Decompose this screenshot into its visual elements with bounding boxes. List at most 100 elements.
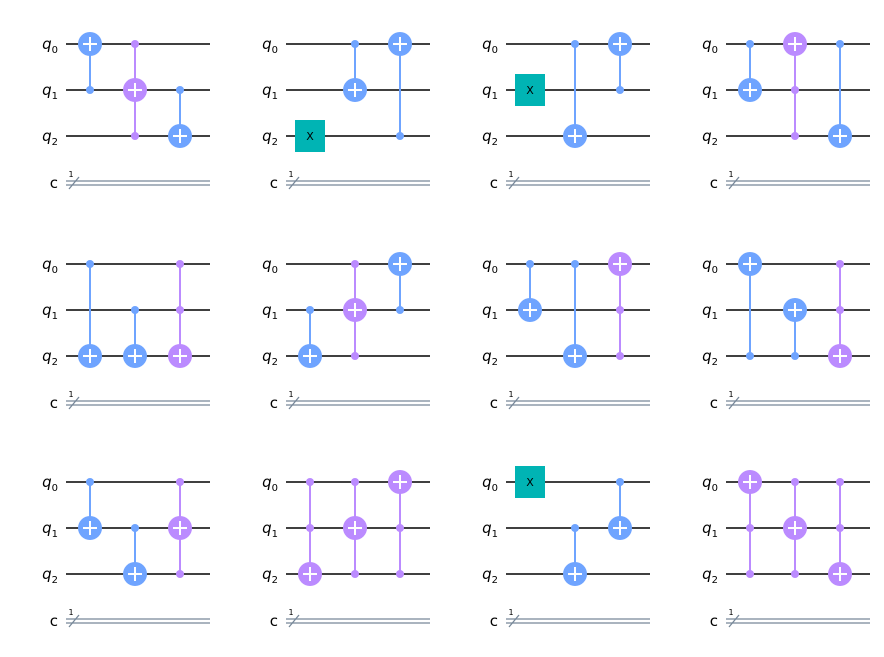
control-dot xyxy=(351,478,359,486)
qubit-label-subscript: 1 xyxy=(492,91,498,102)
classical-bit-count: 1 xyxy=(508,170,513,179)
qubit-label: q0 xyxy=(42,255,58,276)
classical-bit-count: 1 xyxy=(728,608,733,617)
control-dot xyxy=(396,132,404,140)
control-dot xyxy=(86,86,94,94)
control-dot xyxy=(176,86,184,94)
qubit-label: q2 xyxy=(482,127,498,148)
control-dot xyxy=(791,132,799,140)
control-dot xyxy=(836,524,844,532)
qubit-label: q1 xyxy=(482,81,498,102)
classical-bit-count: 1 xyxy=(288,608,293,617)
x-gate xyxy=(295,120,325,152)
qubit-label: q2 xyxy=(262,347,278,368)
control-dot xyxy=(571,524,579,532)
classical-bus-slash xyxy=(68,396,80,410)
qubit-label-subscript: 1 xyxy=(272,91,278,102)
qubit-label-subscript: 0 xyxy=(712,483,718,494)
qubit-label-subscript: 0 xyxy=(272,265,278,276)
qubit-label-subscript: 1 xyxy=(712,529,718,540)
qubit-label-subscript: 0 xyxy=(712,265,718,276)
classical-bit-count: 1 xyxy=(508,390,513,399)
qubit-label-subscript: 2 xyxy=(52,357,58,368)
qubit-label-letter: q xyxy=(262,519,272,537)
control-dot xyxy=(571,260,579,268)
classical-label: c xyxy=(270,174,278,192)
qubit-label-subscript: 2 xyxy=(492,357,498,368)
control-dot xyxy=(616,478,624,486)
qubit-label: q1 xyxy=(262,301,278,322)
control-dot xyxy=(86,478,94,486)
qubit-label: q0 xyxy=(262,473,278,494)
control-dot xyxy=(176,260,184,268)
qubit-label-subscript: 2 xyxy=(492,137,498,148)
qubit-label: q0 xyxy=(262,35,278,56)
classical-label: c xyxy=(710,612,718,630)
qubit-label-letter: q xyxy=(482,81,492,99)
qubit-label-subscript: 2 xyxy=(52,575,58,586)
qubit-label: q0 xyxy=(482,35,498,56)
classical-bit-count: 1 xyxy=(68,390,73,399)
control-dot xyxy=(351,570,359,578)
qubit-label: q1 xyxy=(42,81,58,102)
qubit-label: q2 xyxy=(482,347,498,368)
qubit-label-subscript: 1 xyxy=(712,311,718,322)
control-dot xyxy=(351,260,359,268)
classical-bit-count: 1 xyxy=(728,170,733,179)
control-dot xyxy=(746,524,754,532)
classical-bus-slash xyxy=(508,396,520,410)
control-dot xyxy=(616,352,624,360)
control-dot xyxy=(176,306,184,314)
control-dot xyxy=(396,306,404,314)
control-dot xyxy=(746,40,754,48)
classical-bus-slash xyxy=(728,396,740,410)
control-dot xyxy=(746,352,754,360)
qubit-label-letter: q xyxy=(42,301,52,319)
control-dot xyxy=(791,478,799,486)
qubit-label-letter: q xyxy=(702,127,712,145)
control-dot xyxy=(836,306,844,314)
qubit-label-letter: q xyxy=(482,519,492,537)
control-dot xyxy=(131,40,139,48)
control-dot xyxy=(836,40,844,48)
qubit-label-letter: q xyxy=(702,255,712,273)
qubit-label-letter: q xyxy=(702,81,712,99)
classical-bus-slash xyxy=(508,614,520,628)
classical-bus-slash xyxy=(728,614,740,628)
qubit-label-subscript: 0 xyxy=(272,45,278,56)
qubit-label-letter: q xyxy=(262,81,272,99)
control-dot xyxy=(571,40,579,48)
qubit-label: q1 xyxy=(262,81,278,102)
qubit-label-letter: q xyxy=(262,473,272,491)
qubit-label: q1 xyxy=(702,81,718,102)
classical-bus-slash xyxy=(728,176,740,190)
qubit-label-letter: q xyxy=(262,301,272,319)
qubit-label-subscript: 2 xyxy=(492,575,498,586)
qubit-label-letter: q xyxy=(482,473,492,491)
qubit-label-subscript: 1 xyxy=(712,91,718,102)
qubit-label-letter: q xyxy=(42,127,52,145)
classical-label: c xyxy=(490,612,498,630)
classical-bus-slash xyxy=(288,614,300,628)
control-dot xyxy=(791,86,799,94)
classical-bit-count: 1 xyxy=(728,390,733,399)
classical-label: c xyxy=(50,174,58,192)
qubit-label-letter: q xyxy=(702,565,712,583)
qubit-label-letter: q xyxy=(42,565,52,583)
classical-bus-slash xyxy=(508,176,520,190)
qubit-label-letter: q xyxy=(262,347,272,365)
qubit-label-subscript: 0 xyxy=(52,45,58,56)
qubit-label: q1 xyxy=(42,301,58,322)
qubit-label: q2 xyxy=(702,127,718,148)
qubit-label-letter: q xyxy=(42,519,52,537)
qubit-label: q2 xyxy=(262,127,278,148)
x-gate-label: X xyxy=(526,84,534,97)
classical-bit-count: 1 xyxy=(288,170,293,179)
qubit-label-subscript: 0 xyxy=(272,483,278,494)
qubit-label-letter: q xyxy=(262,565,272,583)
